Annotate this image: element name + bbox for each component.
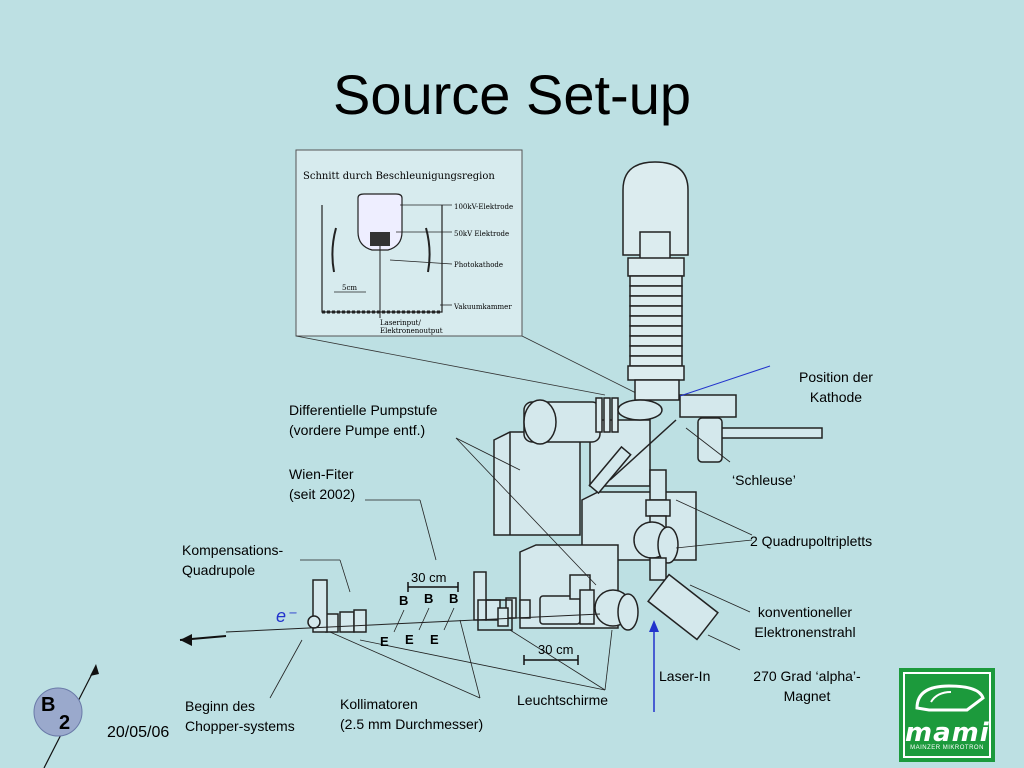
inset-label-5cm: 5cm <box>342 284 357 292</box>
b2-badge: B 2 <box>33 684 77 744</box>
label-alpha-magnet: 270 Grad ‘alpha’- Magnet <box>753 668 861 704</box>
label-kollimatoren: Kollimatoren (2.5 mm Durchmesser) <box>340 696 484 732</box>
label-beginn-chopper: Beginn des Chopper-systems <box>185 698 295 734</box>
inset-label-100kv: 100kV-Elektrode <box>454 203 513 211</box>
label-schleuse: ‘Schleuse’ <box>732 472 796 488</box>
inset-label-laserinput: Laserinput/ <box>380 319 421 327</box>
main-chambers <box>307 394 823 641</box>
svg-text:B: B <box>424 591 433 606</box>
svg-text:E: E <box>430 632 439 647</box>
label-differentielle-pumpstufe: Differentielle Pumpstufe (vordere Pumpe … <box>289 402 438 438</box>
marker-b-3: B <box>449 591 458 606</box>
svg-text:E: E <box>405 632 414 647</box>
marker-b-1: B <box>399 593 408 608</box>
inset-cross-section: Schnitt durch Beschleunigungsregion 100k… <box>295 149 523 337</box>
inset-title: Schnitt durch Beschleunigungsregion <box>303 171 495 182</box>
b2-number: 2 <box>59 712 71 734</box>
slide-title: Source Set-up <box>333 63 691 126</box>
label-laser-in: Laser-In <box>659 668 711 684</box>
marker-e-1: E <box>380 634 389 649</box>
logo-word: mami <box>905 718 990 748</box>
logo-subtitle: MAINZER MIKROTRON <box>910 745 984 751</box>
inset-label-50kv: 50kV Elektrode <box>454 230 509 238</box>
electron-gun <box>622 161 689 401</box>
inset-label-elektronenoutput: Elektronenoutput <box>380 327 443 335</box>
label-position-der-kathode: Position der Kathode <box>799 369 873 405</box>
label-konventioneller-elektronenstrahl: konventioneller Elektronenstrahl <box>754 604 856 640</box>
svg-text:B: B <box>399 593 408 608</box>
scale-bottom: 30 cm <box>538 642 574 657</box>
logo-emblem-icon <box>915 684 985 712</box>
electron-symbol: e⁻ <box>276 606 297 626</box>
inset-label-vakuumkammer: Vakuumkammer <box>453 303 512 311</box>
label-quadrupoltripletts: 2 Quadrupoltripletts <box>750 533 873 549</box>
label-leuchtschirme: Leuchtschirme <box>517 692 609 708</box>
inset-label-photokathode: Photokathode <box>454 261 503 269</box>
label-kompensations-quadrupole: Kompensations- Quadrupole <box>182 542 284 578</box>
marker-b-2: B <box>424 591 433 606</box>
marker-e-2: E <box>405 632 414 647</box>
b2-letter: B <box>41 694 56 716</box>
label-wien-filter: Wien-Fiter (seit 2002) <box>289 466 356 502</box>
svg-text:E: E <box>380 634 389 649</box>
scale-top: 30 cm <box>411 570 447 585</box>
mami-logo: mami MAINZER MIKROTRON <box>899 668 995 762</box>
slide-date: 20/05/06 <box>107 724 170 741</box>
svg-text:B: B <box>449 591 458 606</box>
marker-e-3: E <box>430 632 439 647</box>
